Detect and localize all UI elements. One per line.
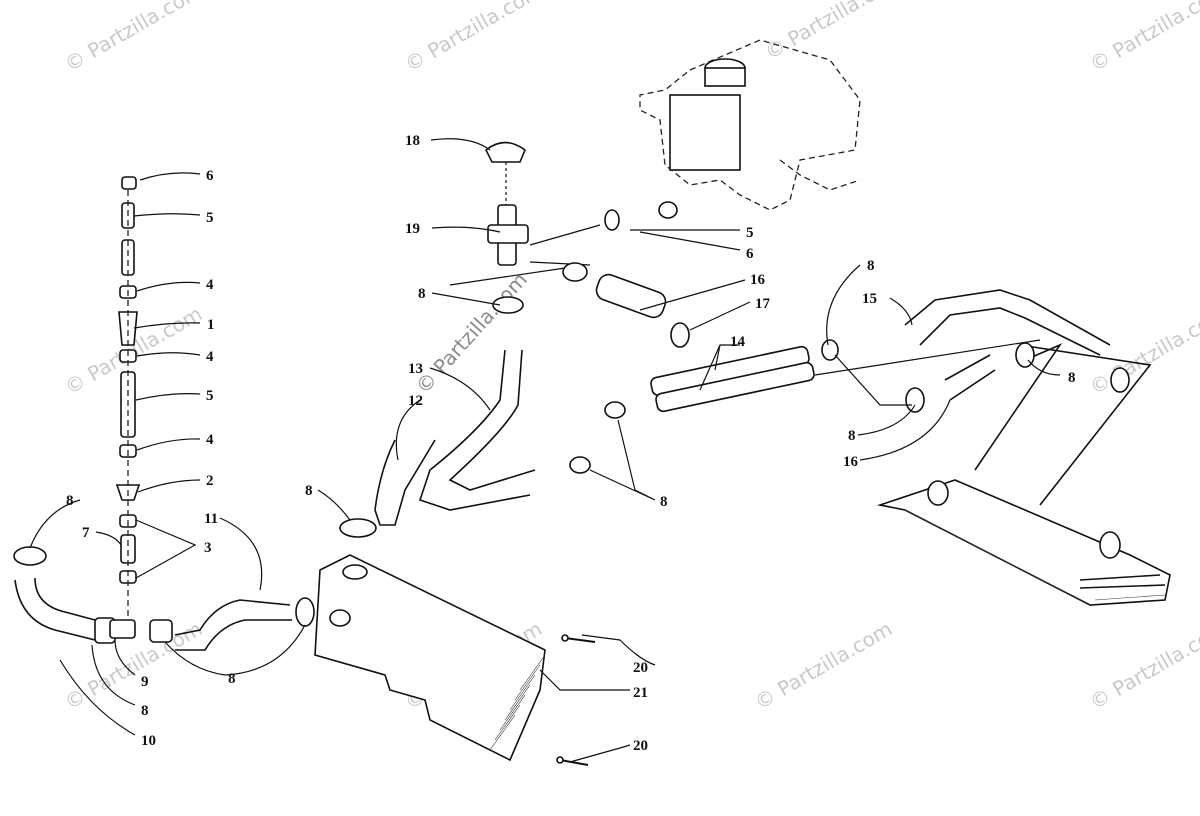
callout-5: 5	[206, 388, 214, 404]
clamp-6	[121, 176, 137, 190]
callout-14: 14	[730, 334, 746, 350]
center-assembly	[339, 141, 815, 538]
watermark: © Partzilla.com	[401, 0, 547, 76]
watermark: © Partzilla.com	[1086, 0, 1200, 76]
clamp-8-left	[13, 546, 47, 566]
callout-5: 5	[206, 210, 214, 226]
callout-4: 4	[206, 277, 214, 293]
callout-17: 17	[755, 296, 771, 312]
callout-3: 3	[204, 540, 212, 556]
callout-16: 16	[750, 272, 766, 288]
radiator-cap-18	[484, 141, 526, 163]
watermark: © Partzilla.com	[1086, 301, 1200, 399]
callout-1: 1	[207, 317, 215, 333]
watermark: © Partzilla.com	[61, 0, 207, 76]
callout-8: 8	[66, 493, 74, 509]
callout-20: 20	[633, 660, 648, 676]
callout-13: 13	[408, 361, 423, 377]
callout-12: 12	[408, 393, 423, 409]
clamp-8-mid	[149, 619, 173, 643]
callout-8: 8	[1068, 370, 1076, 386]
callout-numbers: 6 5 4 1 4 5 4 2 3 7 8 11 9 8 10 8 18 19 …	[66, 133, 1076, 754]
callout-4: 4	[206, 432, 214, 448]
callout-8: 8	[848, 428, 856, 444]
callout-11: 11	[204, 511, 218, 527]
callout-8: 8	[141, 703, 149, 719]
screws-20	[556, 634, 596, 766]
callout-8: 8	[305, 483, 313, 499]
callout-7: 7	[82, 525, 90, 541]
callout-18: 18	[405, 133, 420, 149]
callout-5: 5	[746, 225, 754, 241]
left-bottom-hoses	[13, 546, 315, 651]
callout-8: 8	[660, 494, 668, 510]
callout-10: 10	[141, 733, 156, 749]
hose-16	[595, 273, 667, 319]
clamp-8-right	[295, 597, 315, 627]
hose-7	[120, 534, 136, 564]
right-hoses	[814, 289, 1130, 413]
callout-9: 9	[141, 674, 149, 690]
leader-lines	[29, 138, 1061, 763]
callout-8: 8	[228, 671, 236, 687]
clamp-17	[670, 322, 690, 348]
callout-21: 21	[633, 685, 648, 701]
watermark: © Partzilla.com	[761, 0, 907, 64]
pipe-14-lower	[655, 361, 815, 413]
callout-6: 6	[206, 168, 214, 184]
engine-outline	[639, 39, 861, 211]
callout-4: 4	[206, 349, 214, 365]
watermark: © Partzilla.com	[1086, 616, 1200, 714]
callout-2: 2	[206, 473, 214, 489]
callout-8: 8	[867, 258, 875, 274]
callout-8: 8	[418, 286, 426, 302]
callout-16: 16	[843, 454, 859, 470]
callout-6: 6	[746, 246, 754, 262]
radiator-front	[314, 554, 546, 762]
watermark-center: © Partzilla.com	[411, 268, 532, 399]
filter-1	[118, 311, 138, 346]
callout-19: 19	[405, 221, 420, 237]
left-fitting-stack	[115, 176, 141, 620]
radiator-rear	[876, 343, 1171, 606]
callout-20: 20	[633, 738, 648, 754]
callout-15: 15	[862, 291, 877, 307]
watermark: © Partzilla.com	[751, 616, 897, 714]
clamp-8-center	[492, 296, 524, 314]
fitting-9	[109, 619, 136, 639]
